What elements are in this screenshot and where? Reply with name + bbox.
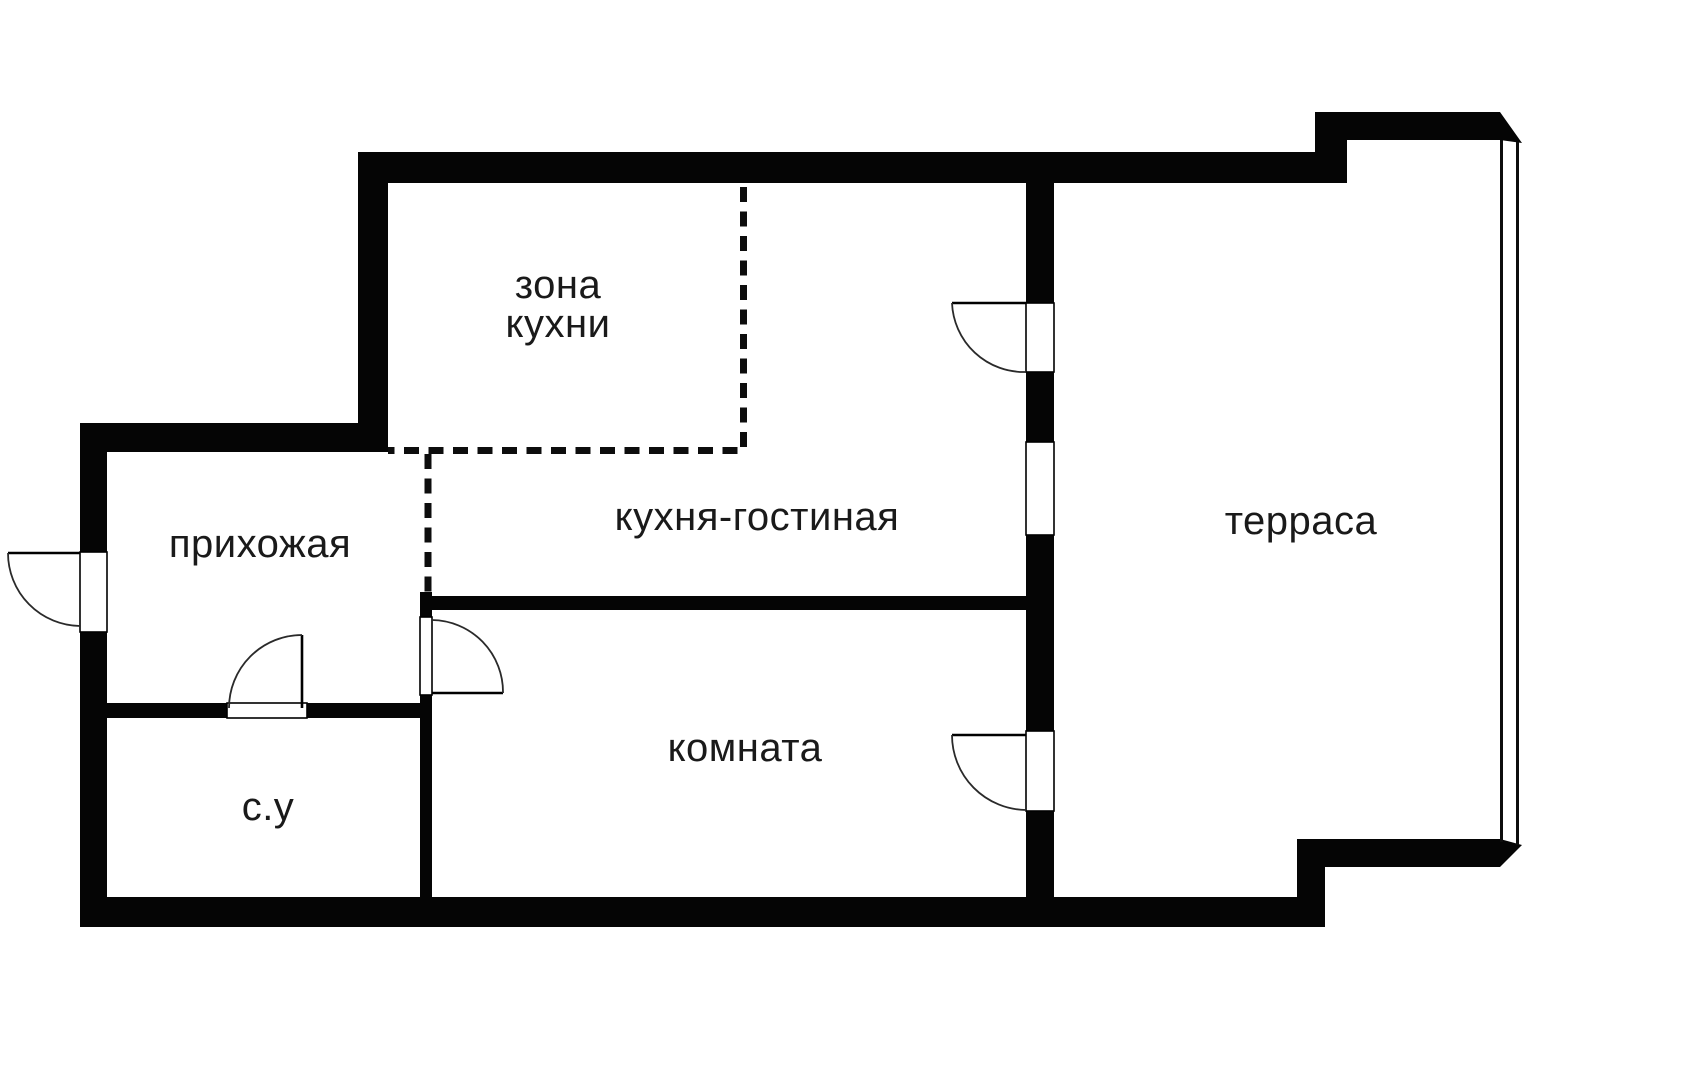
wall-bottom-main xyxy=(80,897,1325,927)
wall-inner-vertical-lower xyxy=(420,695,432,897)
terrace-glazing-inner-line xyxy=(1500,140,1503,842)
wall-hallway-top xyxy=(80,423,388,452)
bathroom-door-opening xyxy=(226,702,308,719)
room-label-room: комната xyxy=(668,726,823,770)
terrace-window-opening xyxy=(1025,441,1055,536)
room-label-kitchen-living: кухня-гостиная xyxy=(615,495,900,539)
wall-terrace-top-step xyxy=(1315,112,1347,183)
wall-mid-horizontal xyxy=(420,596,1040,610)
room-label-kitchen-zone-line1: зона xyxy=(515,263,602,307)
wall-bathroom-top-left xyxy=(107,703,227,718)
terrace-door1-opening xyxy=(1025,302,1055,373)
room-labels: зона кухни кухня-гостиная прихожая терра… xyxy=(169,263,1378,829)
openings xyxy=(79,302,1055,812)
wall-top-main xyxy=(358,152,1347,183)
wall-terrace-bottom-bevel xyxy=(1500,839,1522,867)
walls xyxy=(80,112,1522,927)
wall-terrace-bottom xyxy=(1297,839,1500,867)
bathroom-door-arc xyxy=(228,634,303,709)
wall-left-lower xyxy=(80,632,107,927)
terrace-door2-arc xyxy=(951,734,1027,811)
kitchen-zone-dashed-boundary xyxy=(388,187,747,454)
wall-left-upper xyxy=(80,423,107,552)
wall-bathroom-top-right xyxy=(307,703,420,718)
wall-terrace-bottom-step xyxy=(1297,839,1325,927)
wall-terrace-left-seg3 xyxy=(1026,535,1054,731)
wall-terrace-left-seg2 xyxy=(1026,372,1054,442)
room-label-hallway: прихожая xyxy=(169,522,351,566)
zone-boundaries xyxy=(388,187,747,593)
wall-terrace-left-seg4 xyxy=(1026,811,1054,897)
wall-terrace-left-seg1 xyxy=(1026,183,1054,303)
terrace-door1-arc xyxy=(951,302,1027,373)
entrance-door-opening xyxy=(79,551,108,633)
wall-inner-vertical-upper xyxy=(420,592,432,617)
room-label-terrace: терраса xyxy=(1225,499,1378,543)
terrace-glazing-outer-line xyxy=(1516,142,1519,845)
room-door-opening xyxy=(419,616,433,696)
entrance-door-arc xyxy=(7,552,81,627)
room-label-bathroom: с.у xyxy=(242,785,295,829)
wall-kitchen-left xyxy=(358,152,388,452)
terrace-door2-opening xyxy=(1025,730,1055,812)
wall-terrace-top-bevel xyxy=(1500,112,1522,143)
doors xyxy=(7,301,1027,811)
room-label-kitchen-zone-line2: кухни xyxy=(506,302,611,346)
room-door-arc xyxy=(431,619,504,694)
